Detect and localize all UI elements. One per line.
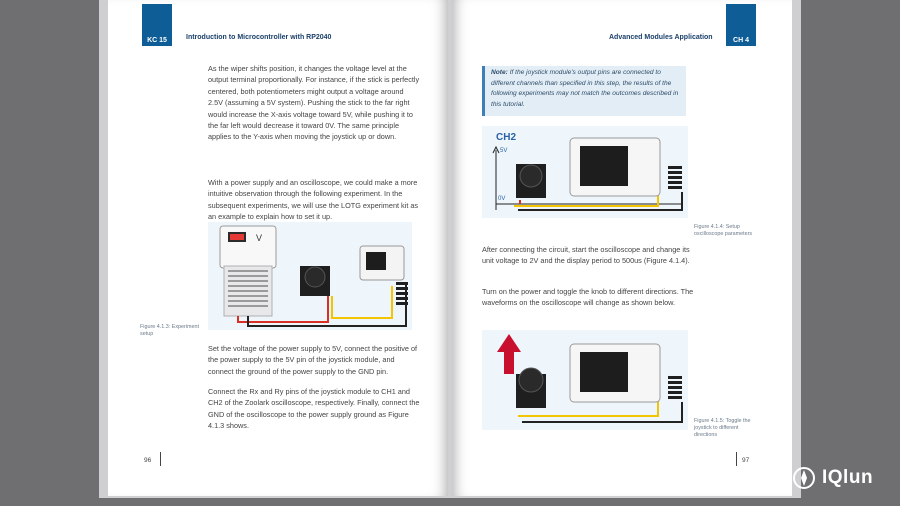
black-wire	[518, 192, 683, 211]
oscilloscope-screen	[580, 146, 628, 186]
header-title-right: Advanced Modules Application	[609, 34, 713, 41]
paragraph: As the wiper shifts position, it changes…	[208, 64, 420, 142]
figure-toggle-joystick	[482, 330, 688, 430]
paragraph: After connecting the circuit, start the …	[482, 245, 690, 266]
up-arrow-shaft	[504, 350, 514, 374]
header-title-left: Introduction to Microcontroller with RP2…	[186, 34, 332, 41]
paragraph: Turn on the power and toggle the knob to…	[482, 287, 694, 308]
figure-caption: Figure 4.1.3: Experiment setup	[140, 324, 200, 337]
oscilloscope-pins	[668, 376, 682, 399]
paragraph: Connect the Rx and Ry pins of the joysti…	[208, 387, 420, 431]
figure-caption: Figure 4.1.5: Toggle the joystick to dif…	[694, 418, 751, 438]
toggle-joystick-illustration	[497, 334, 683, 423]
note-label: Note:	[491, 69, 508, 76]
oscilloscope-pins	[668, 166, 682, 189]
up-arrow-head	[497, 334, 521, 352]
figure-caption: Figure 4.1.4: Setup oscilloscope paramet…	[694, 224, 753, 237]
power-supply-digits	[230, 234, 244, 240]
joystick-knob	[304, 266, 326, 288]
yellow-wire	[331, 286, 393, 319]
note-text: If the joystick module's output pins are…	[491, 69, 679, 108]
watermark: IQlun	[792, 466, 873, 490]
paragraph: With a power supply and an oscilloscope,…	[208, 178, 419, 222]
red-wire	[237, 296, 329, 323]
figure-oscilloscope-setup: CH2 5V 0V	[482, 126, 688, 218]
power-supply-volt-symbol: V	[256, 233, 262, 243]
chapter-code-left: KC 15	[147, 37, 167, 44]
joystick-knob	[518, 367, 544, 393]
page-number-right: 97	[742, 457, 750, 464]
left-page: KC 15 Introduction to Microcontroller wi…	[108, 0, 448, 496]
chapter-code-tab-right: CH 4	[726, 4, 756, 46]
chapter-code-tab-left: KC 15	[142, 4, 172, 46]
black-wire	[522, 402, 683, 423]
breadboard-holes	[228, 270, 268, 307]
chapter-code-right: CH 4	[733, 37, 749, 44]
oscilloscope-pins	[396, 282, 408, 305]
page-number-divider	[736, 452, 737, 466]
yellow-wire	[518, 400, 659, 417]
page-number-left: 96	[144, 457, 152, 464]
watermark-logo-icon	[793, 467, 815, 489]
oscilloscope-setup-illustration	[492, 137, 683, 211]
paragraph: Set the voltage of the power supply to 5…	[208, 344, 418, 376]
figure-experiment-setup: V	[208, 222, 412, 330]
watermark-text: IQlun	[822, 467, 874, 488]
note-box: Note: If the joystick module's output pi…	[482, 66, 686, 116]
experiment-setup-illustration: V	[219, 225, 408, 327]
right-page: Advanced Modules Application CH 4 Note: …	[452, 0, 792, 496]
ch2-axis-arrow	[492, 145, 500, 154]
page-number-divider	[160, 452, 161, 466]
ch2-label: CH2	[496, 132, 517, 143]
oscilloscope-screen	[580, 352, 628, 392]
joystick-knob	[519, 164, 543, 188]
oscilloscope-screen	[366, 252, 386, 270]
zero-volt-label: 0V	[498, 196, 506, 202]
five-volt-label: 5V	[500, 148, 508, 154]
